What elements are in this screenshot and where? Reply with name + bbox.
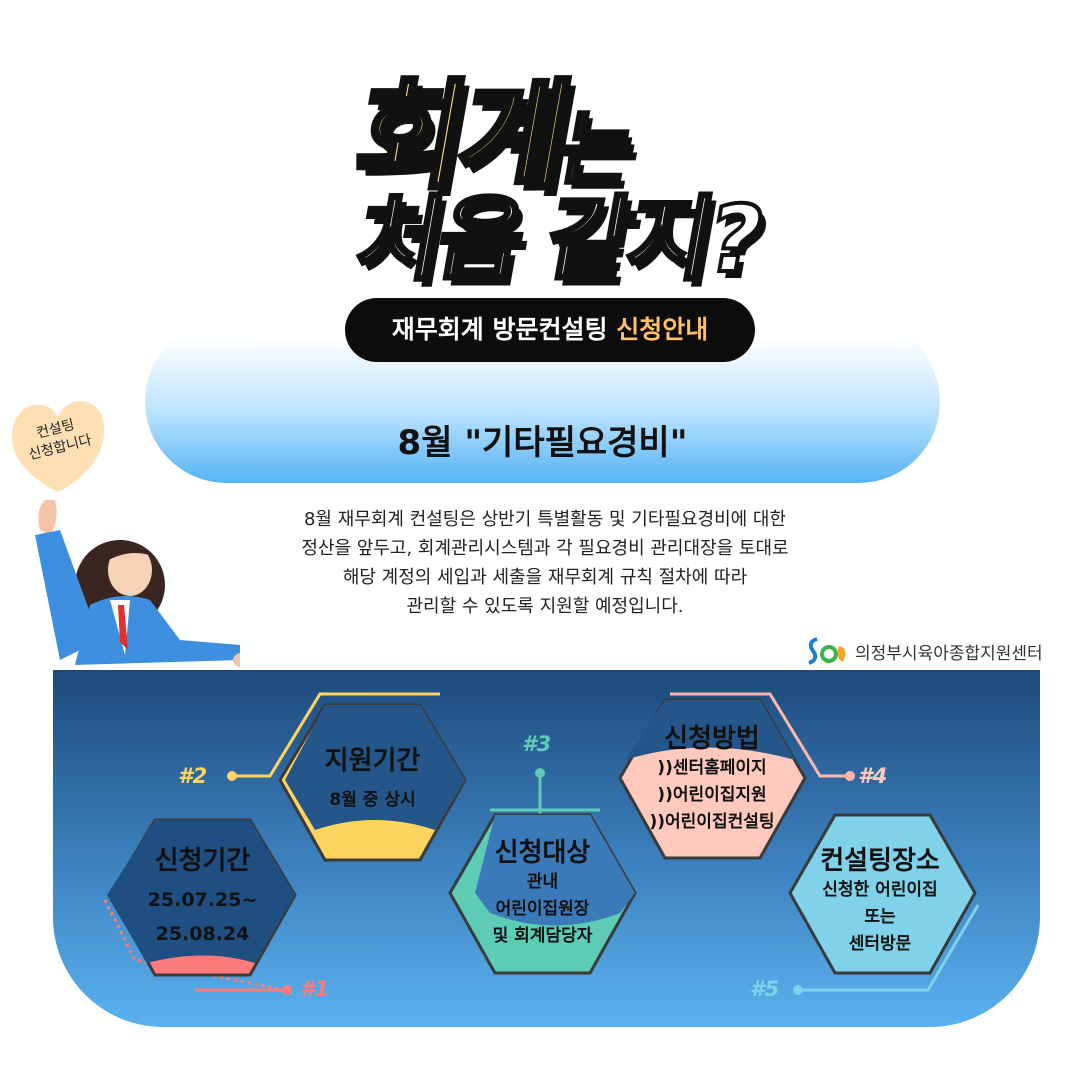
description-line: 해당 계정의 세입과 세출을 재무회계 규칙 절차에 따라	[342, 567, 748, 588]
step-line: 어린이집원장	[495, 899, 590, 919]
step-title: 컨설팅장소	[820, 846, 940, 876]
step-line: ))어린이집컨설팅	[649, 812, 775, 832]
step-tag-3: #3	[522, 732, 552, 756]
step-title: 지원기간	[324, 746, 421, 776]
description-line: 관리할 수 있도록 지원할 예정입니다.	[406, 596, 684, 617]
title-line-2: 처음 같지?	[347, 184, 770, 295]
banner-main: 재무회계 방문컨설팅	[391, 315, 617, 344]
woman-character-icon	[35, 500, 240, 668]
step-tag-2: #2	[178, 764, 208, 788]
step-title: 신청기간	[154, 846, 251, 876]
description: 8월 재무회계 컨설팅은 상반기 특별활동 및 기타필요경비에 대한 정산을 앞…	[200, 505, 890, 621]
announcement-pill: 재무회계 방문컨설팅 신청안내	[345, 298, 755, 362]
step-line: 관내	[526, 872, 559, 892]
step-line: 25.07.25~	[147, 889, 258, 911]
org-logo-icon	[808, 637, 846, 665]
step-line: 신청한 어린이집	[822, 880, 938, 900]
step-line: ))센터홈페이지	[657, 758, 767, 778]
description-line: 8월 재무회계 컨설팅은 상반기 특별활동 및 기타필요경비에 대한	[303, 509, 787, 530]
step-line: 및 회계담당자	[492, 926, 593, 946]
step-location: 컨설팅장소 신청한 어린이집 또는 센터방문	[790, 840, 970, 958]
step-line: 센터방문	[848, 934, 912, 954]
step-tag-1: #1	[300, 977, 330, 1001]
steps-diagram	[103, 692, 980, 995]
step-target: 신청대상 관내 어린이집원장 및 회계담당자	[455, 832, 630, 950]
org-name: 의정부시육아종합지원센터	[855, 643, 1043, 664]
step-tag-4: #4	[858, 764, 888, 788]
step-method: 신청방법 ))센터홈페이지 ))어린이집지원 ))어린이집컨설팅	[622, 718, 802, 836]
org-logo: 의정부시육아종합지원센터	[805, 636, 1043, 666]
step-line: 또는	[864, 907, 896, 927]
banner-accent: 신청안내	[616, 315, 709, 344]
heart-bubble-icon	[11, 400, 105, 492]
step-line: ))어린이집지원	[657, 785, 767, 805]
description-line: 정산을 앞두고, 회계관리시스템과 각 필요경비 관리대장을 토대로	[301, 538, 789, 559]
subtitle: 8월 "기타필요경비"	[397, 423, 688, 463]
step-tag-5: #5	[750, 977, 780, 1001]
step-title: 신청방법	[664, 724, 760, 754]
step-title: 신청대상	[494, 838, 591, 868]
step-line: 8월 중 상시	[329, 790, 416, 810]
step-line: 25.08.24	[155, 923, 250, 945]
step-support-period: 지원기간 8월 중 상시	[285, 740, 460, 814]
step-application-period: 신청기간 25.07.25~ 25.08.24	[115, 840, 290, 951]
